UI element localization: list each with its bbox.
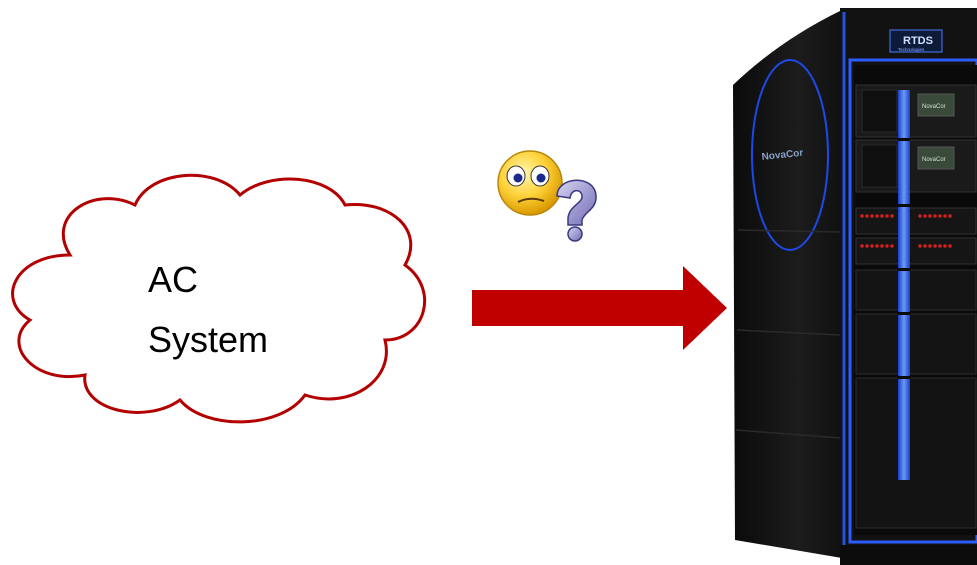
brand-badge [889, 29, 943, 53]
center-light-strip [898, 90, 910, 480]
display-logo-1: NovaCor [922, 104, 946, 110]
cabinet-side-panel [733, 10, 842, 558]
io-panel-2 [855, 237, 977, 265]
cloud-outline [11, 173, 427, 424]
cabinet-base [840, 545, 977, 565]
blank-panel-1 [855, 269, 977, 311]
arrow-shape [472, 266, 727, 350]
cloud-label-line1: AC [148, 259, 198, 300]
blank-panel-2 [855, 313, 977, 375]
cloud-label-line2: System [148, 319, 268, 360]
flow-arrow [472, 266, 727, 350]
rtds-cabinet: NovaCor RTDS Technologies NovaCor NovaCo… [733, 8, 977, 565]
brand-subtitle: Technologies [898, 47, 925, 52]
display-logo-2: NovaCor [922, 157, 946, 163]
front-glow-frame [848, 58, 977, 544]
confused-face-icon [497, 150, 563, 216]
side-logo-text: NovaCor [761, 148, 804, 163]
side-logo-ring [751, 59, 829, 251]
display-screen-1 [917, 93, 955, 117]
ac-system-cloud: AC System [11, 173, 427, 424]
io-panel-1 [855, 207, 977, 235]
question-mark-icon [556, 179, 597, 242]
brand-name: RTDS [903, 35, 933, 47]
blank-panel-3 [855, 377, 977, 529]
display-screen-2 [917, 146, 955, 170]
